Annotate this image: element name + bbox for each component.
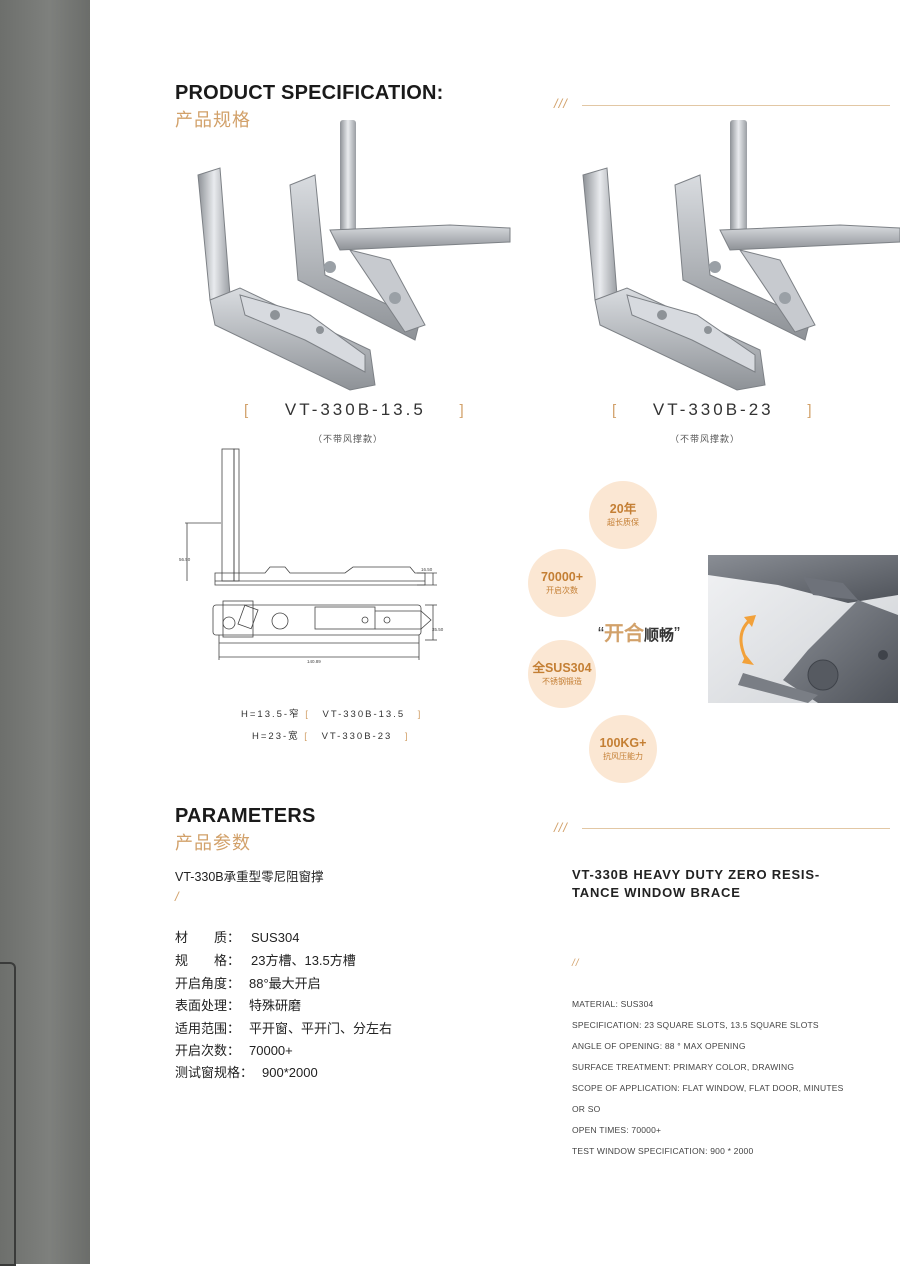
dim-length: 140.89 xyxy=(307,659,321,664)
hinge-closeup-photo xyxy=(708,555,898,703)
divider-line-top xyxy=(582,105,890,106)
divider-line-mid xyxy=(582,828,890,829)
model-name: VT-330B-23 xyxy=(652,400,774,419)
variant-line-1: H=13.5-窄 [ VT-330B-13.5 ] xyxy=(241,706,422,720)
en-row-scope-cont: OR SO xyxy=(572,1104,601,1114)
feature-value: 100KG+ xyxy=(599,736,647,750)
product-name-cn: VT-330B承重型零尼阻窗撑 xyxy=(175,870,324,884)
parameters-title: PARAMETERS xyxy=(175,805,316,827)
slash-mark-en: // xyxy=(572,958,580,969)
feature-value: 全SUS304 xyxy=(532,661,592,675)
product-spec-title-cn: 产品规格 xyxy=(175,110,251,130)
product-note-2: （不带风撑款） xyxy=(670,434,741,444)
spec-value: SUS304 xyxy=(251,930,300,945)
product-spec-title: PRODUCT SPECIFICATION: xyxy=(175,82,444,104)
spec-row-size: 规 格： 23方槽、13.5方槽 xyxy=(175,950,356,969)
en-row-surface: SURFACE TREATMENT: PRIMARY COLOR, DRAWIN… xyxy=(572,1062,795,1072)
feature-label: 抗风压能力 xyxy=(603,752,643,761)
spec-row-scope: 适用范围： 平开窗、平开门、分左右 xyxy=(175,1018,392,1037)
variant-height: H=13.5-窄 xyxy=(241,709,301,720)
spec-value: 88°最大开启 xyxy=(249,976,321,991)
hinge-image-13-5 xyxy=(197,120,511,391)
spec-key: 材 质： xyxy=(175,930,241,945)
spec-key: 测试窗规格： xyxy=(175,1065,254,1080)
en-row-test-window: TEST WINDOW SPECIFICATION: 900 * 2000 xyxy=(572,1146,754,1156)
tagline: “开合顺畅” xyxy=(598,617,680,646)
model-name: VT-330B-13.5 xyxy=(284,400,426,419)
english-title: VT-330B HEAVY DUTY ZERO RESIS- TANCE WIN… xyxy=(572,866,820,902)
slash-mark-small: / xyxy=(175,889,180,904)
hinge-image-23 xyxy=(582,120,900,391)
quote-close: ” xyxy=(674,624,681,644)
bracket-open: [ xyxy=(305,709,310,720)
sidebar-frame-decoration xyxy=(0,962,16,1266)
spec-row-angle: 开启角度： 88°最大开启 xyxy=(175,973,321,992)
variant-model: VT-330B-13.5 xyxy=(322,709,406,720)
dim-height: 56.50 xyxy=(179,557,191,562)
spec-row-surface: 表面处理： 特殊研磨 xyxy=(175,995,301,1014)
en-row-specification: SPECIFICATION: 23 SQUARE SLOTS, 13.5 SQU… xyxy=(572,1020,819,1030)
feature-value: 70000+ xyxy=(540,570,584,584)
bracket-open: [ xyxy=(612,402,620,419)
bracket-close: ] xyxy=(404,731,410,742)
feature-badge-wind: 100KG+ 抗风压能力 xyxy=(589,715,657,783)
feature-label: 开启次数 xyxy=(546,586,578,595)
bracket-open: [ xyxy=(244,402,252,419)
variant-model: VT-330B-23 xyxy=(321,731,393,742)
spec-key: 表面处理： xyxy=(175,998,241,1013)
quote-open: “ xyxy=(598,624,604,644)
variant-height: H=23-宽 xyxy=(252,731,300,742)
feature-label: 超长质保 xyxy=(607,518,639,527)
en-row-open-times: OPEN TIMES: 70000+ xyxy=(572,1125,662,1135)
en-row-material: MATERIAL: SUS304 xyxy=(572,999,654,1009)
spec-key: 规 格： xyxy=(175,953,241,968)
slash-mark-mid: /// xyxy=(554,820,568,835)
spec-value: 特殊研磨 xyxy=(249,998,302,1013)
parameters-title-cn: 产品参数 xyxy=(175,833,251,853)
english-title-line-2: TANCE WINDOW BRACE xyxy=(572,885,741,900)
tagline-sub: 顺畅 xyxy=(644,627,675,644)
product-note-1: （不带风撑款） xyxy=(313,434,384,444)
spec-key: 开启次数： xyxy=(175,1043,241,1058)
spec-value: 23方槽、13.5方槽 xyxy=(251,953,356,968)
en-row-scope: SCOPE OF APPLICATION: FLAT WINDOW, FLAT … xyxy=(572,1083,844,1093)
feature-badge-cycles: 70000+ 开启次数 xyxy=(528,549,596,617)
bracket-close: ] xyxy=(417,709,423,720)
spec-value: 平开窗、平开门、分左右 xyxy=(249,1021,393,1036)
spec-row-cycles: 开启次数： 70000+ xyxy=(175,1040,293,1059)
product-model-label-2: [ VT-330B-23 ] xyxy=(612,400,815,420)
tagline-main: 开合 xyxy=(604,623,644,645)
technical-drawing: 56.50 16.50 35.50 140.89 xyxy=(179,448,444,664)
dim-a: 16.50 xyxy=(421,567,433,572)
spec-row-test-window: 测试窗规格： 900*2000 xyxy=(175,1062,318,1081)
feature-badge-warranty: 20年 超长质保 xyxy=(589,481,657,549)
spec-key: 开启角度： xyxy=(175,976,241,991)
bracket-open: [ xyxy=(304,731,309,742)
spec-value: 900*2000 xyxy=(262,1065,318,1080)
bracket-close: ] xyxy=(807,402,815,419)
spec-key: 适用范围： xyxy=(175,1021,241,1036)
feature-label: 不锈钢锻造 xyxy=(542,677,582,686)
product-model-label-1: [ VT-330B-13.5 ] xyxy=(244,400,467,420)
variant-line-2: H=23-宽 [ VT-330B-23 ] xyxy=(252,728,410,742)
feature-value: 20年 xyxy=(609,502,637,516)
english-title-line-1: VT-330B HEAVY DUTY ZERO RESIS- xyxy=(572,867,820,882)
spec-row-material: 材 质： SUS304 xyxy=(175,927,299,946)
en-row-angle: ANGLE OF OPENING: 88 ° MAX OPENING xyxy=(572,1041,746,1051)
dim-b: 35.50 xyxy=(432,627,444,632)
spec-value: 70000+ xyxy=(249,1043,293,1058)
slash-mark-top: /// xyxy=(554,96,568,111)
feature-badge-material: 全SUS304 不锈钢锻造 xyxy=(528,640,596,708)
bracket-close: ] xyxy=(459,402,467,419)
